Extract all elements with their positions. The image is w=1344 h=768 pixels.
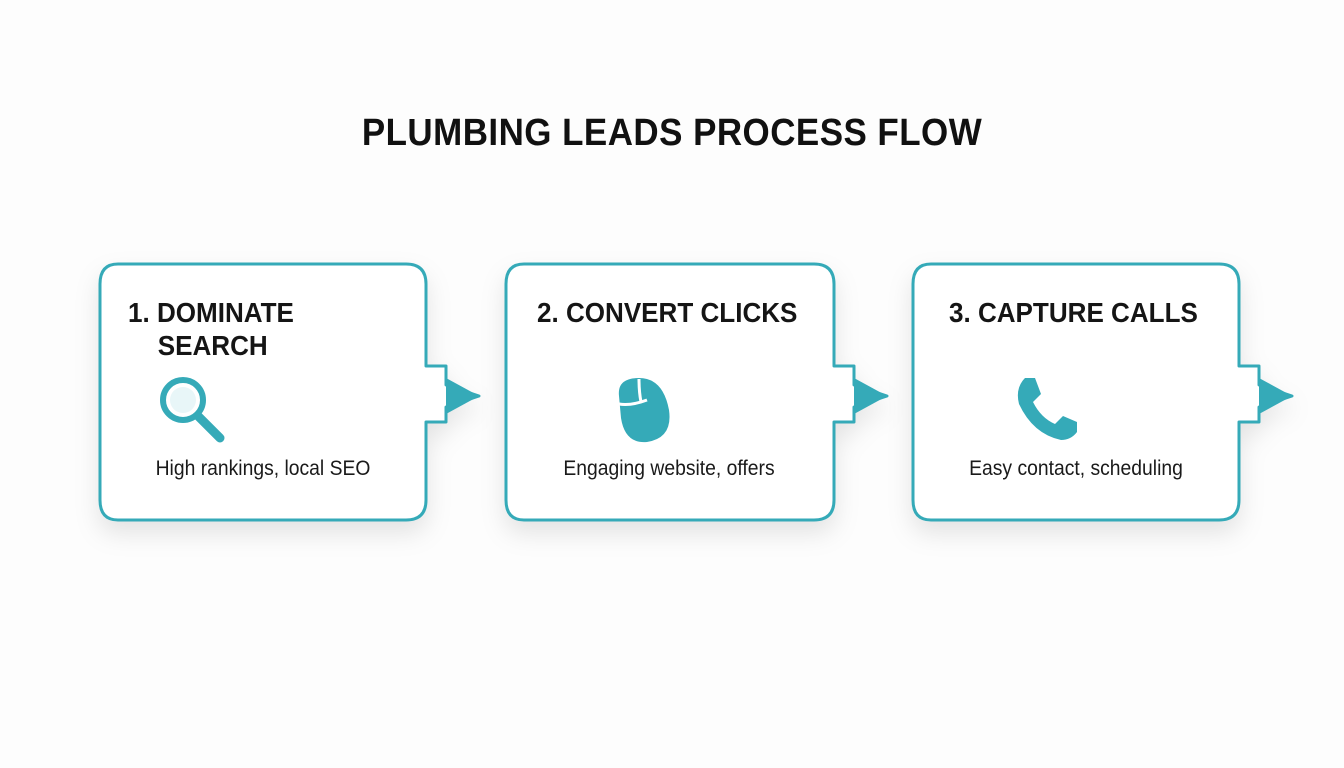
- step-card-3: 3. CAPTURE CALLS Easy contact, schedulin…: [911, 262, 1294, 522]
- step-heading: 1. DOMINATE SEARCH: [128, 296, 294, 362]
- magnifying-glass-icon: [156, 374, 228, 451]
- step-card-2: 2. CONVERT CLICKS Engaging website, offe…: [504, 262, 889, 522]
- step-heading-line1: 3. CAPTURE CALLS: [949, 297, 1198, 328]
- computer-mouse-icon: [609, 374, 679, 451]
- step-heading-line1: 2. CONVERT CLICKS: [537, 297, 798, 328]
- step-description: High rankings, local SEO: [155, 457, 371, 480]
- arrow-right-icon: [1259, 378, 1292, 414]
- card-outline-with-arrow: [504, 262, 889, 522]
- card-outline-with-arrow: [911, 262, 1294, 522]
- step-heading-line1: 1. DOMINATE: [128, 297, 294, 328]
- step-heading: 2. CONVERT CLICKS: [537, 296, 797, 329]
- step-description: Engaging website, offers: [563, 457, 775, 480]
- arrow-right-icon: [446, 378, 479, 414]
- phone-icon: [1011, 374, 1081, 449]
- step-heading: 3. CAPTURE CALLS: [949, 296, 1198, 329]
- step-card-1: 1. DOMINATE SEARCH High rankings, local …: [98, 262, 481, 522]
- step-heading-line2: SEARCH: [157, 330, 268, 361]
- arrow-right-icon: [854, 378, 887, 414]
- card-outline-with-arrow: [98, 262, 481, 522]
- page-title: PLUMBING LEADS PROCESS FLOW: [361, 112, 983, 154]
- step-description: Easy contact, scheduling: [969, 457, 1183, 480]
